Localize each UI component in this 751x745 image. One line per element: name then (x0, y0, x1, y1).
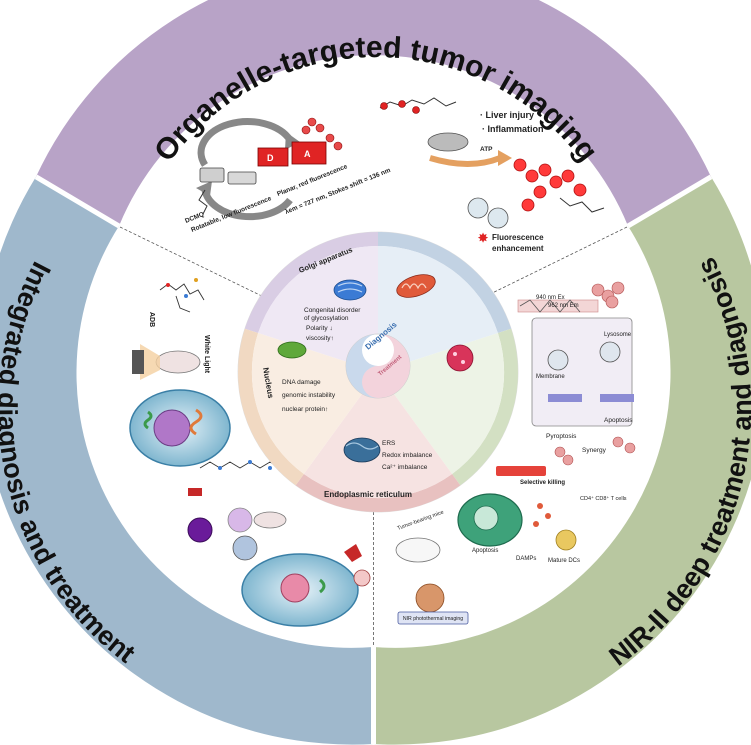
enhancement-label: enhancement (492, 244, 544, 253)
sector-top-imaging (36, 0, 711, 226)
mature-dcs-label: Mature DCs (548, 558, 580, 564)
apoptosis-2-label: Apoptosis (472, 548, 498, 554)
synergy-label: Synergy (582, 447, 607, 454)
mouse-icon (155, 350, 201, 374)
sector-left-integrated (0, 176, 374, 745)
sector-right-nir (373, 176, 751, 745)
liver-injury-label: · Liver injury (480, 110, 534, 120)
inflammation-label: · Inflammation (482, 124, 544, 134)
fluorescence-label: Fluorescence (492, 233, 544, 242)
integrated-panel: ADB White Light (129, 278, 371, 627)
treatment-half (362, 334, 410, 398)
white-light-label: White Light (203, 335, 210, 374)
adb-label: ADB (148, 312, 155, 327)
atp-label: ATP (480, 146, 493, 153)
nanoparticle-icon (187, 517, 213, 543)
em-label: 962 nm Em (548, 303, 579, 309)
lysosome-icon (446, 344, 474, 372)
cd-label: CD4⁺ CD8⁺ T cells (580, 495, 627, 502)
lysosome-box-label: Lysosome (604, 332, 632, 338)
nucleus-item-2: genomic instability (282, 392, 336, 399)
cycle-arrow-top (197, 118, 293, 167)
tumor-mouse-icon (395, 537, 441, 563)
svg-text:A: A (304, 149, 311, 159)
golgi-item-1: Congenital disorder (304, 307, 361, 314)
nir-panel: 940 nm Ex 962 nm Em Lysosome Membrane Py… (395, 281, 636, 625)
golgi-icon (333, 279, 367, 301)
band-lyso (452, 328, 518, 486)
svg-text:D: D (267, 153, 274, 163)
nucleus-icon (277, 341, 307, 359)
nir-imaging-label: NIR photothermal imaging (403, 616, 463, 622)
damps-label: DAMPs (516, 556, 536, 562)
band-er (295, 474, 461, 513)
ex-label: 940 nm Ex (536, 295, 565, 301)
selective-tag (496, 466, 546, 476)
laser-icon (188, 488, 202, 496)
band-nucleus (238, 328, 304, 486)
er-item-3: Ca²⁺ imbalance (382, 464, 428, 471)
nucleus-item-1: DNA damage (282, 379, 321, 386)
glowing-probe (513, 158, 587, 212)
er-item-1: ERS (382, 440, 396, 447)
er-icon (343, 437, 381, 463)
apoptosis-label: Apoptosis (604, 417, 633, 424)
er-title: Endoplasmic reticulum (324, 490, 412, 499)
probe-capsule (427, 132, 469, 152)
er-item-2: Redox imbalance (382, 452, 433, 459)
svg-text:✸: ✸ (477, 231, 489, 245)
band-golgi (244, 232, 378, 333)
band-mito (378, 232, 512, 333)
golgi-item-3: Polarity ↓ (306, 325, 333, 332)
organelle-wheel: Golgi apparatus Endoplasmic reticulum Nu… (237, 231, 519, 513)
membrane-label: Membrane (536, 374, 565, 380)
golgi-item-4: viscosity↑ (306, 335, 334, 342)
pyroptosis-label: Pyroptosis (546, 433, 577, 440)
mitochondria-icon (396, 274, 436, 298)
red-fluorophore (257, 147, 289, 167)
golgi-item-2: of glycosylation (304, 315, 349, 322)
cycle-arrow-bottom (201, 189, 293, 221)
selective-label: Selective killing (520, 480, 565, 486)
nucleus-item-3: nuclear protein↑ (282, 406, 328, 413)
